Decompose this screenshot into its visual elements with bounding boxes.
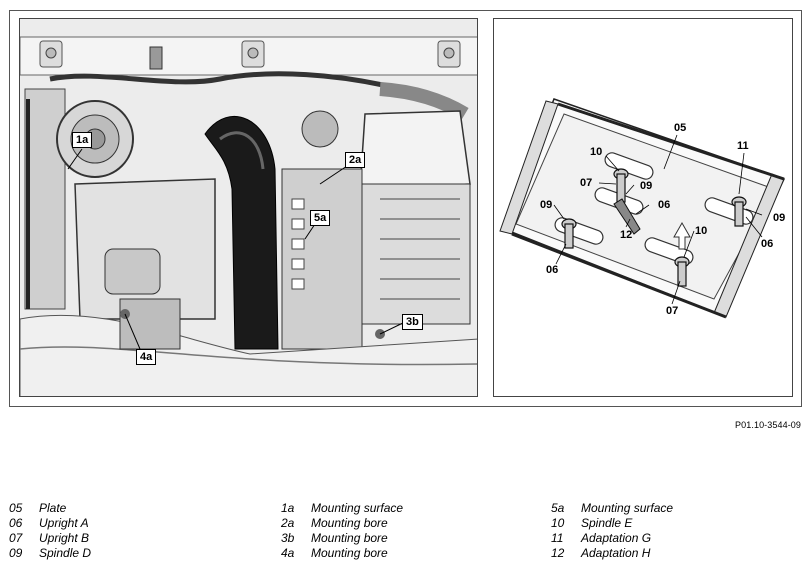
callout-3b: 3b — [402, 314, 423, 330]
callout-11: 11 — [737, 140, 749, 152]
callout-06-left: 06 — [546, 264, 559, 276]
callout-10-bottom: 10 — [695, 225, 708, 237]
legend-text: Spindle D — [39, 546, 92, 560]
callout-1a: 1a — [72, 132, 93, 148]
legend-number: 1a — [281, 501, 295, 515]
legend-text: Plate — [39, 501, 67, 515]
callout-4a: 4a — [136, 349, 157, 365]
legend-number: 2a — [281, 516, 295, 530]
engine-compartment-illustration: 1a 2a 5a 3b 4a — [19, 18, 478, 397]
callout-05: 05 — [674, 122, 687, 134]
legend-number: 4a — [281, 546, 295, 560]
callout-07-top: 07 — [580, 177, 593, 189]
legend-text: Spindle E — [581, 516, 633, 530]
callout-12: 12 — [620, 229, 633, 241]
legend-number: 07 — [9, 531, 23, 545]
legend-number: 05 — [9, 501, 23, 515]
legend-text: Adaptation G — [581, 531, 652, 545]
legend-number: 06 — [9, 516, 23, 530]
legend-text: Mounting surface — [581, 501, 674, 515]
callout-5a: 5a — [310, 210, 331, 226]
callout-10-top: 10 — [590, 146, 603, 158]
legend-text: Upright A — [39, 516, 89, 530]
legend-text: Upright B — [39, 531, 90, 545]
callout-09-right: 09 — [773, 212, 786, 224]
callout-06-right: 06 — [761, 238, 774, 250]
callout-09-center: 09 — [640, 180, 653, 192]
legend-number: 11 — [551, 531, 564, 545]
fixture-drawing — [494, 19, 792, 396]
callout-07-bottom: 07 — [666, 305, 679, 317]
fixture-plate-illustration: 05 11 10 07 09 06 12 09 09 06 06 10 07 — [493, 18, 793, 397]
legend-number: 3b — [281, 531, 295, 545]
legend-number: 09 — [9, 546, 23, 560]
legend-number: 10 — [551, 516, 565, 530]
callout-2a: 2a — [345, 152, 366, 168]
legend-text: Mounting bore — [311, 516, 388, 530]
legend-text: Mounting bore — [311, 546, 388, 560]
figure-reference: P01.10-3544-09 — [735, 420, 801, 430]
legend-number: 12 — [551, 546, 565, 560]
legend-number: 5a — [551, 501, 565, 515]
callout-09-left: 09 — [540, 199, 553, 211]
callout-06-center: 06 — [658, 199, 671, 211]
legend-text: Mounting bore — [311, 531, 388, 545]
legend-text: Adaptation H — [581, 546, 651, 560]
engine-drawing — [20, 19, 477, 396]
legend-text: Mounting surface — [311, 501, 404, 515]
